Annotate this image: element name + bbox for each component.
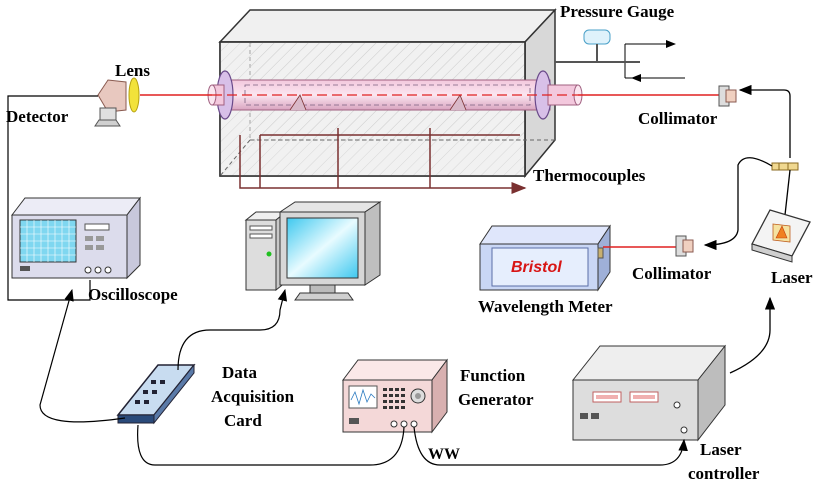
function-generator: [342, 358, 448, 434]
lens-label: Lens: [115, 61, 150, 80]
cable-generator-daq: [137, 424, 405, 466]
function-label-line2: Generator: [458, 390, 534, 409]
fiber-splitter-to-laser: [784, 169, 791, 216]
cable-daq-computer: [177, 288, 288, 371]
computer: [244, 201, 382, 301]
oscilloscope-label: Oscilloscope: [88, 285, 178, 304]
bristol-brand: Bristol: [511, 259, 562, 276]
fiber-top: [738, 84, 791, 158]
lens-icon: [128, 77, 140, 113]
oscilloscope: [10, 196, 142, 280]
pressure-gauge-label: Pressure Gauge: [560, 2, 675, 21]
cable-controller-laser: [729, 296, 776, 374]
collimator-top-icon: [718, 85, 737, 107]
detector-icon: [94, 79, 127, 127]
cable-generator-controller: [413, 426, 688, 466]
collimator-top-label: Collimator: [638, 109, 718, 128]
daq-label-line3: Card: [224, 411, 262, 430]
detector-label: Detector: [6, 107, 69, 126]
cable-detector-oscilloscope: [7, 95, 98, 301]
laser-controller-label-line2: controller: [688, 464, 760, 483]
daq-label-line2: Acquisition: [211, 387, 295, 406]
collimator-mid-label: Collimator: [632, 264, 712, 283]
laser-label: Laser: [771, 268, 813, 287]
cable-daq-oscilloscope: [39, 288, 126, 423]
waveform-label: WW: [428, 446, 460, 463]
wavelength-meter-label: Wavelength Meter: [478, 297, 613, 316]
fiber-splitter: [771, 162, 799, 171]
wavelength-meter: [479, 224, 611, 292]
data-acquisition-card: [116, 363, 196, 425]
laser-controller: [571, 344, 727, 442]
laser-device: [751, 209, 811, 263]
daq-label-line1: Data: [222, 363, 257, 382]
thermocouple-wires: [239, 128, 527, 194]
collimator-mid-icon: [675, 235, 694, 257]
thermocouples-label: Thermocouples: [533, 166, 646, 185]
pressure-gauge: [555, 29, 685, 82]
fiber-to-meter: [703, 157, 773, 251]
function-label-line1: Function: [460, 366, 526, 385]
laser-controller-label-line1: Laser: [700, 440, 742, 459]
